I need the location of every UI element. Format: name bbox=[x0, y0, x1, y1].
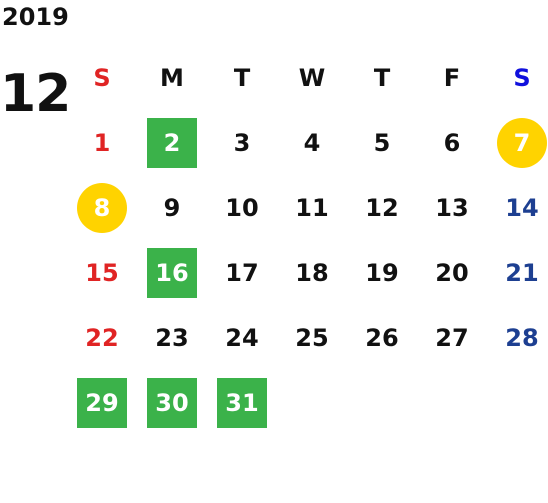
day-cell[interactable]: 9 bbox=[137, 175, 207, 240]
day-cell-highlighted[interactable]: 16 bbox=[137, 240, 207, 305]
day-number: 13 bbox=[435, 193, 469, 222]
day-number: 18 bbox=[295, 258, 329, 287]
weekday-header-thu: T bbox=[373, 63, 391, 92]
day-number: 8 bbox=[77, 182, 127, 233]
day-number: 30 bbox=[147, 377, 197, 428]
day-number: 31 bbox=[217, 377, 267, 428]
day-cell[interactable]: 23 bbox=[137, 305, 207, 370]
day-number: 4 bbox=[303, 128, 321, 157]
day-cell[interactable]: 1 bbox=[67, 110, 137, 175]
weekday-header-sun: S bbox=[93, 63, 111, 92]
day-number: 28 bbox=[505, 323, 539, 352]
weekday-header-sat: S bbox=[513, 63, 531, 92]
day-cell[interactable]: 10 bbox=[207, 175, 277, 240]
day-number: 29 bbox=[77, 377, 127, 428]
day-cell[interactable]: 21 bbox=[487, 240, 548, 305]
day-cell[interactable]: 11 bbox=[277, 175, 347, 240]
day-number: 17 bbox=[225, 258, 259, 287]
day-cell[interactable]: 27 bbox=[417, 305, 487, 370]
day-cell[interactable]: 15 bbox=[67, 240, 137, 305]
day-number: 15 bbox=[85, 258, 119, 287]
day-cell-holiday[interactable]: 7 bbox=[487, 110, 548, 175]
calendar-grid: S M T W T F S 1 2 3 4 5 6 7 8 9 10 11 12… bbox=[67, 45, 548, 435]
day-number: 3 bbox=[233, 128, 251, 157]
day-cell[interactable]: 26 bbox=[347, 305, 417, 370]
day-cell-highlighted[interactable]: 29 bbox=[67, 370, 137, 435]
day-number: 14 bbox=[505, 193, 539, 222]
day-cell[interactable]: 17 bbox=[207, 240, 277, 305]
day-cell[interactable]: 6 bbox=[417, 110, 487, 175]
weekday-header-mon: M bbox=[160, 63, 184, 92]
day-number: 22 bbox=[85, 323, 119, 352]
day-number: 16 bbox=[147, 247, 197, 298]
day-cell-highlighted[interactable]: 31 bbox=[207, 370, 277, 435]
day-number: 7 bbox=[497, 117, 547, 168]
weekday-header-fri: F bbox=[443, 63, 461, 92]
day-cell[interactable]: 3 bbox=[207, 110, 277, 175]
day-cell[interactable]: 28 bbox=[487, 305, 548, 370]
day-number: 6 bbox=[443, 128, 461, 157]
day-cell-highlighted[interactable]: 30 bbox=[137, 370, 207, 435]
day-cell[interactable]: 13 bbox=[417, 175, 487, 240]
day-cell[interactable]: 5 bbox=[347, 110, 417, 175]
day-cell-highlighted[interactable]: 2 bbox=[137, 110, 207, 175]
day-number: 12 bbox=[365, 193, 399, 222]
day-number: 24 bbox=[225, 323, 259, 352]
year-label: 2019 bbox=[2, 3, 69, 31]
day-cell[interactable]: 18 bbox=[277, 240, 347, 305]
day-cell[interactable]: 25 bbox=[277, 305, 347, 370]
month-label: 12 bbox=[0, 64, 71, 124]
day-cell-holiday[interactable]: 8 bbox=[67, 175, 137, 240]
day-cell[interactable]: 14 bbox=[487, 175, 548, 240]
day-number: 10 bbox=[225, 193, 259, 222]
day-number: 1 bbox=[93, 128, 111, 157]
day-cell[interactable]: 12 bbox=[347, 175, 417, 240]
day-number: 5 bbox=[373, 128, 391, 157]
day-number: 20 bbox=[435, 258, 469, 287]
day-number: 26 bbox=[365, 323, 399, 352]
day-number: 2 bbox=[147, 117, 197, 168]
weekday-header-wed: W bbox=[298, 63, 326, 92]
day-cell[interactable]: 4 bbox=[277, 110, 347, 175]
day-cell[interactable]: 22 bbox=[67, 305, 137, 370]
day-number: 27 bbox=[435, 323, 469, 352]
day-number: 23 bbox=[155, 323, 189, 352]
weekday-header-tue: T bbox=[233, 63, 251, 92]
day-cell[interactable]: 20 bbox=[417, 240, 487, 305]
day-cell[interactable]: 19 bbox=[347, 240, 417, 305]
day-number: 19 bbox=[365, 258, 399, 287]
day-number: 9 bbox=[163, 193, 181, 222]
day-cell[interactable]: 24 bbox=[207, 305, 277, 370]
day-number: 21 bbox=[505, 258, 539, 287]
day-number: 25 bbox=[295, 323, 329, 352]
day-number: 11 bbox=[295, 193, 329, 222]
